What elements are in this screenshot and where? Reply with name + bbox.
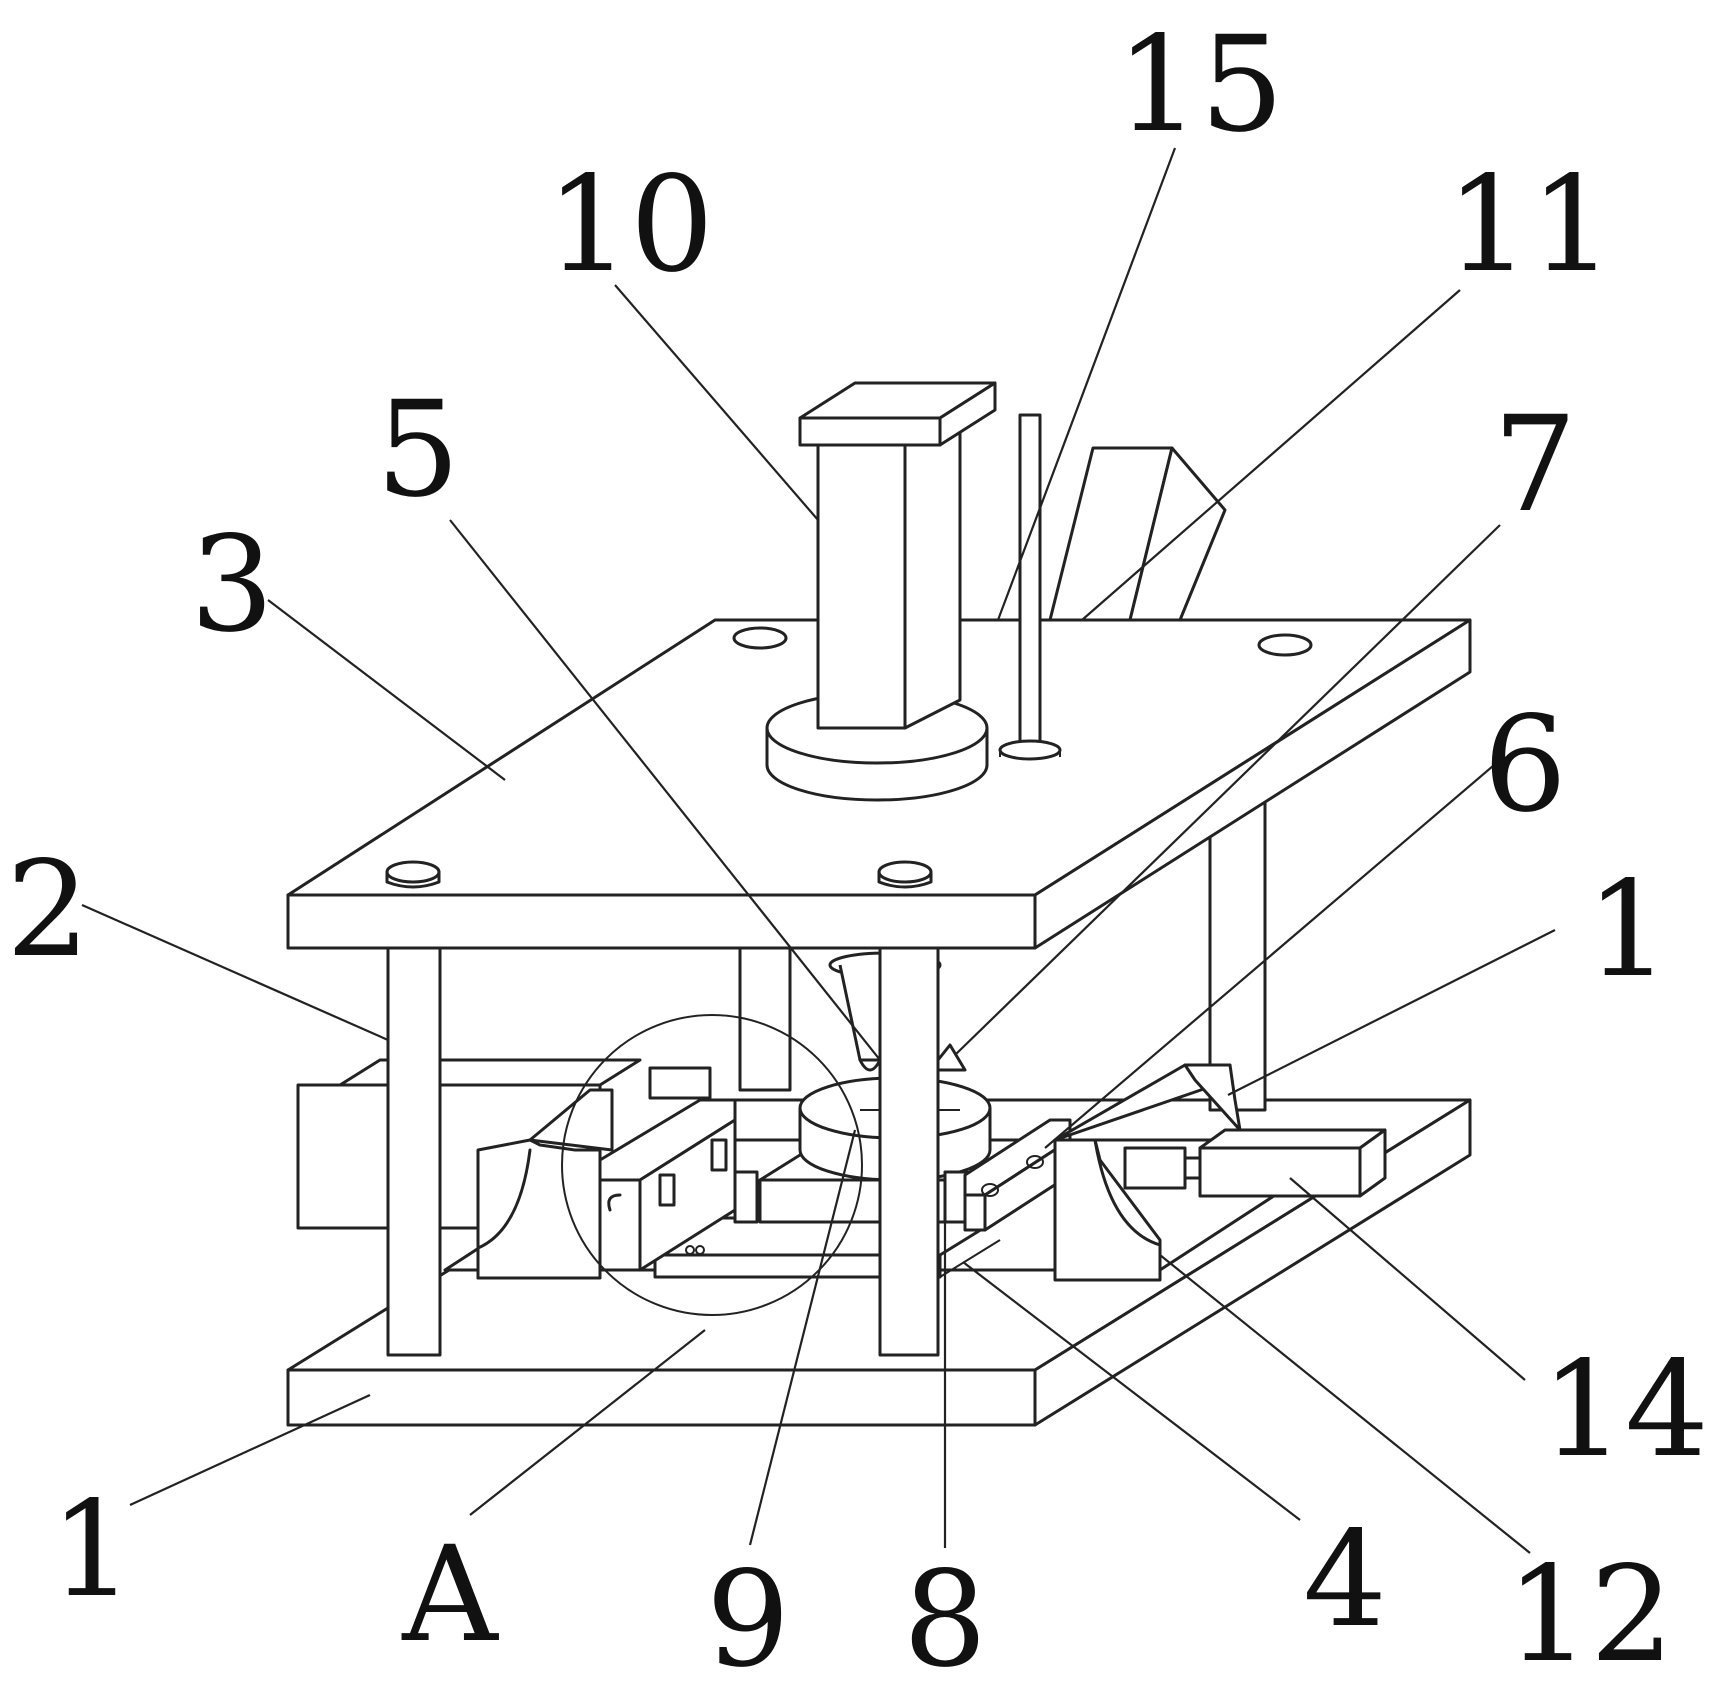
label-10: 10 (546, 148, 714, 302)
label-a: A (401, 1518, 499, 1672)
label-14: 14 (1541, 1333, 1709, 1487)
label-6: 6 (1483, 688, 1567, 842)
control-box (1048, 446, 1227, 622)
label-5: 5 (376, 373, 460, 527)
label-8: 8 (903, 1543, 987, 1695)
left-clamp (476, 1066, 759, 1280)
label-15: 15 (1116, 8, 1284, 162)
label-4: 4 (1303, 1503, 1387, 1657)
label-2: 2 (6, 833, 90, 987)
right-push-cylinder (1123, 1128, 1387, 1198)
label-1-right: 1 (1586, 853, 1670, 1007)
label-1-left: 1 (50, 1473, 134, 1627)
vertical-rod (998, 413, 1062, 761)
label-3: 3 (190, 508, 274, 662)
bolt-heads (385, 626, 1313, 889)
rear-columns (738, 798, 1267, 1112)
label-11: 11 (1446, 148, 1614, 302)
right-clamp (943, 1063, 1242, 1282)
label-9: 9 (706, 1543, 790, 1695)
detail-circle-a (561, 1014, 863, 1316)
part-labels: 15 10 11 5 7 3 6 2 1 14 1 A 9 8 4 12 (6, 8, 1709, 1695)
label-12: 12 (1506, 1538, 1674, 1692)
leader-lines (81, 147, 1556, 1554)
motor (765, 381, 997, 802)
label-7: 7 (1493, 388, 1577, 542)
